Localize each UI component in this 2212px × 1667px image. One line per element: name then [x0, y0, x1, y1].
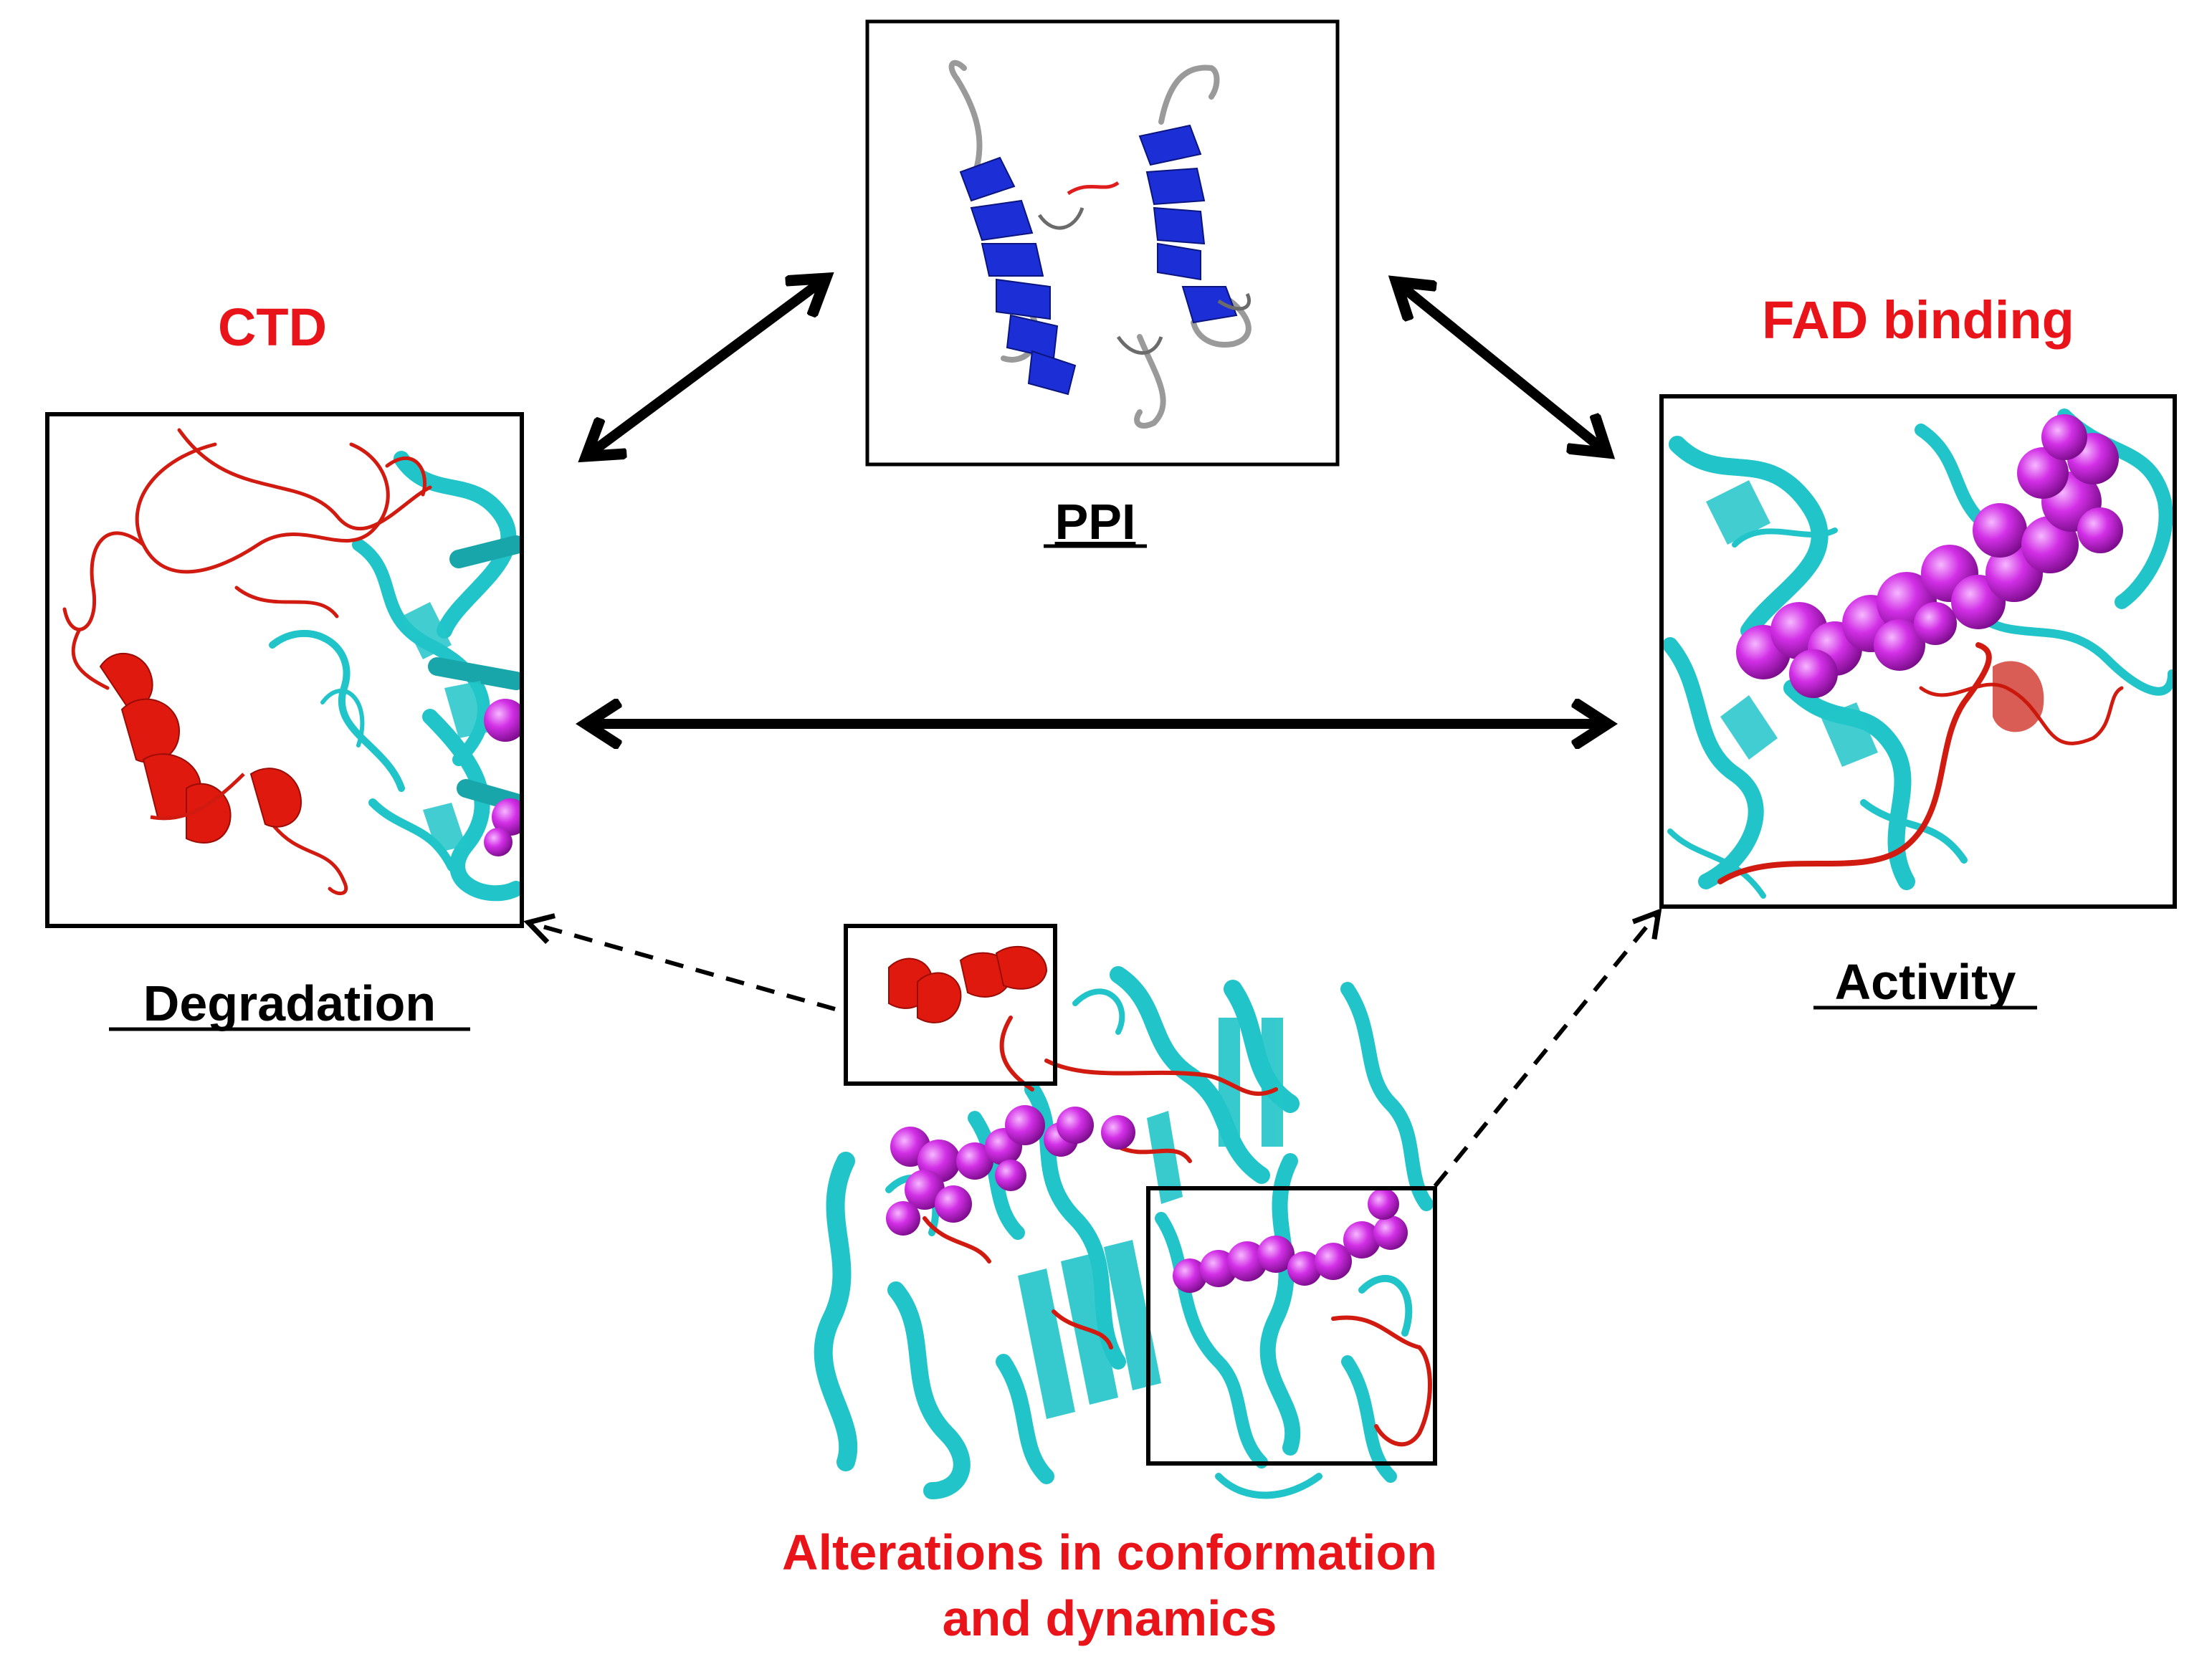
dashed-arrow-icon	[523, 908, 1662, 1188]
fad-ligand-spheres-icon	[886, 1105, 1408, 1293]
fad-frame	[1659, 394, 2177, 909]
ppi-frame	[865, 19, 1340, 467]
ppi-panel	[865, 19, 1340, 467]
arrow-ppi-fad	[1398, 283, 1606, 452]
dashed-arrow-to-fad	[1433, 908, 1662, 1188]
fad-inset-frame	[1146, 1186, 1437, 1466]
degradation-label: Degradation	[143, 975, 436, 1031]
activity-label: Activity	[1835, 954, 2016, 1010]
fad-binding-label: FAD binding	[1762, 290, 2074, 350]
protein-ribbon-icon	[814, 946, 1434, 1499]
full-protein-structure	[814, 924, 1437, 1499]
arrow-ctd-ppi	[588, 280, 824, 455]
ctd-inset-frame	[844, 924, 1057, 1086]
protein-ribbon-icon	[948, 59, 1252, 429]
fad-ligand-spheres-icon	[1736, 414, 2123, 698]
protein-ribbon-icon	[1662, 409, 2175, 899]
ctd-frame	[45, 412, 524, 928]
ctd-label: CTD	[218, 297, 327, 357]
alterations-label-line1: Alterations in conformation	[782, 1524, 1437, 1580]
fad-binding-panel	[1659, 394, 2177, 909]
dashed-arrow-to-ctd	[523, 913, 836, 1011]
alterations-label-line2: and dynamics	[943, 1590, 1277, 1646]
ppi-label: PPI	[1055, 494, 1136, 550]
ctd-panel	[45, 412, 524, 928]
protein-ribbon-icon	[62, 428, 522, 902]
double-arrow-icon	[588, 280, 1606, 724]
